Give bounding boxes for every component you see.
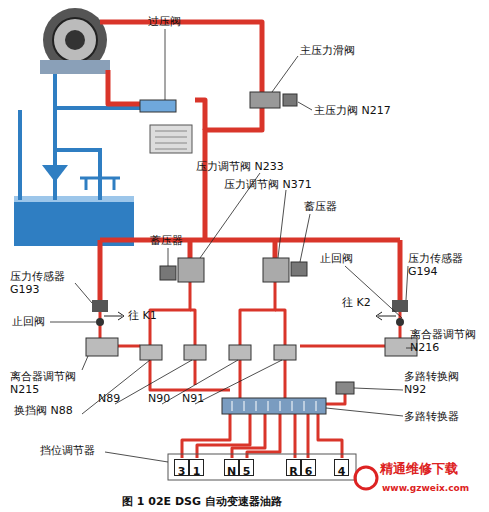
accumulator (291, 262, 307, 276)
gear-label: R (289, 465, 297, 478)
cooler-fins (155, 131, 187, 149)
n88-valve (140, 345, 162, 360)
watermark-text: 精通维修下载 (380, 462, 458, 475)
part-label: 离合器调节阀 N215 (10, 370, 80, 396)
part-label: N91 (182, 392, 204, 405)
n217-solenoid (283, 94, 297, 106)
n92-valve (336, 382, 354, 394)
gear-position-box: 1 (189, 459, 204, 476)
gear-position-box: N (224, 459, 239, 476)
overpressure-valve (140, 100, 176, 112)
n233-valve (178, 258, 204, 282)
pump-gear (53, 18, 97, 62)
part-label: N89 (98, 392, 120, 405)
part-label: 主压力阀 N217 (314, 104, 391, 117)
n90-valve (229, 345, 251, 360)
part-label: 压力调节阀 N233 (196, 160, 284, 173)
main-pressure-spool (250, 92, 280, 108)
filter-symbol (42, 165, 68, 182)
part-label: 压力传感器 G193 (10, 270, 76, 296)
gear-label: 3 (178, 465, 186, 478)
gear-label: 1 (193, 465, 201, 478)
part-label: 过压阀 (148, 15, 181, 28)
part-label: 止回阀 (320, 252, 353, 265)
n89-valve (184, 345, 206, 360)
check-valve (96, 318, 104, 326)
part-label: 往 K2 (342, 296, 371, 309)
sensor-g194 (392, 300, 408, 312)
part-label: 主压力滑阀 (300, 44, 355, 57)
n91-valve (274, 345, 296, 360)
part-label: 蓄压器 (304, 200, 337, 213)
gear-label: 5 (243, 465, 251, 478)
part-label: 蓄压器 (150, 234, 183, 247)
accumulator (160, 266, 176, 280)
pressure-lines (100, 22, 400, 300)
gear-actuator-outline (168, 454, 356, 480)
spray-nozzles (80, 178, 120, 190)
watermark-text: www.gzweix.com (382, 482, 469, 495)
gear-label: 6 (305, 465, 313, 478)
part-label: 离合器调节阀 N216 (410, 328, 480, 354)
oil-cooler (150, 125, 192, 153)
control-lines (100, 282, 400, 458)
pump-housing (40, 60, 110, 74)
part-label: 往 K1 (128, 309, 157, 322)
watermark-logo (355, 467, 377, 489)
gear-label: N (227, 465, 236, 478)
gear-label: 4 (338, 465, 346, 478)
check-valve (396, 318, 404, 326)
multiplexer (222, 398, 326, 414)
gear-position-box: 3 (174, 459, 189, 476)
oil-sump-top (14, 196, 134, 202)
n215-valve (86, 338, 118, 356)
pump-shaft (65, 30, 85, 50)
return-lines (20, 72, 140, 200)
gear-position-box: 4 (334, 459, 349, 476)
leader-lines (50, 29, 417, 462)
to-k1-arrow (104, 312, 124, 320)
multiplexer-ports (232, 401, 316, 411)
part-label: 挡位调节器 (40, 444, 95, 457)
to-k2-arrow (376, 312, 396, 320)
part-label: 多路转换阀 N92 (404, 370, 472, 396)
part-label: 压力传感器 G194 (408, 252, 474, 278)
gear-position-box: R (286, 459, 301, 476)
part-label: 止回阀 (12, 315, 45, 328)
sensor-g193 (92, 300, 108, 312)
part-label: N90 (148, 392, 170, 405)
part-label: 压力调节阀 N371 (224, 178, 312, 191)
n371-valve (263, 258, 289, 282)
part-label: 多路转换器 (404, 410, 459, 423)
gear-position-box: 6 (301, 459, 316, 476)
figure-caption: 图 1 02E DSG 自动变速器油路 (122, 494, 282, 509)
part-label: 换挡阀 N88 (14, 404, 73, 417)
gear-position-box: 5 (239, 459, 254, 476)
